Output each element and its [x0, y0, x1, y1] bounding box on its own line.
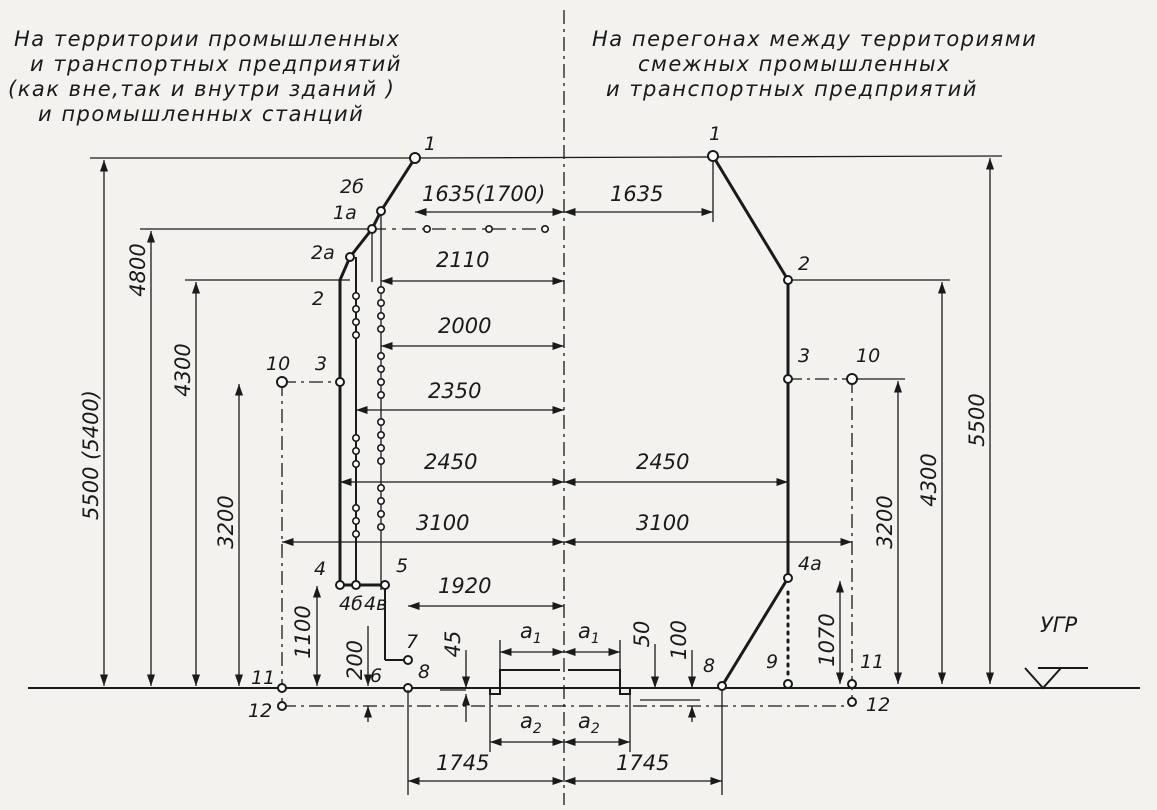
left-outline	[281, 157, 560, 706]
label-2000: 2000	[438, 314, 491, 338]
label-4300-left: 4300	[171, 343, 195, 396]
height-dimensions	[99, 158, 995, 722]
point-5: 5	[396, 555, 408, 577]
width-labels: 1635(1700) 1635 2110 2000 2350 2450 2450…	[416, 182, 689, 775]
right-rail-profile	[568, 669, 722, 695]
left-header-line-1: На территории промышленных	[14, 27, 401, 51]
label-100: 100	[667, 620, 691, 660]
point-2a: 2а	[311, 242, 335, 264]
point-1-right: 1	[709, 123, 721, 145]
left-header-line-4: и промышленных станций	[38, 102, 364, 126]
point-2-left: 2	[312, 288, 324, 310]
point-2b: 2б	[340, 176, 364, 198]
point-1a: 1а	[333, 202, 357, 224]
label-4300-right: 4300	[917, 453, 941, 506]
point-3-left: 3	[315, 353, 327, 375]
label-5500-5400: 5500 (5400)	[79, 390, 103, 520]
label-2450-right: 2450	[636, 450, 689, 474]
height-labels: 5500 (5400) 4800 4300 3200 1100 200 45 5…	[79, 243, 989, 680]
label-a1-left: a1	[520, 619, 542, 647]
point-4a: 4а	[798, 553, 822, 575]
left-circle-columns	[351, 225, 549, 538]
point-10-left: 10	[266, 353, 290, 375]
left-rail-profile	[408, 669, 560, 695]
label-1100: 1100	[291, 605, 315, 658]
right-outline	[568, 155, 853, 706]
point-8-left: 8	[418, 661, 430, 683]
right-header-line-2: смежных промышленных	[638, 52, 951, 76]
point-7: 7	[406, 631, 418, 653]
label-3200-left: 3200	[214, 495, 238, 548]
label-2350: 2350	[428, 379, 481, 403]
point-9: 9	[766, 651, 778, 673]
label-1745-right: 1745	[616, 751, 669, 775]
label-a2-left: a2	[520, 709, 542, 737]
label-200: 200	[343, 640, 367, 680]
point-4v: 4в	[364, 593, 387, 615]
label-5500-right: 5500	[965, 393, 989, 446]
label-3200-right: 3200	[873, 495, 897, 548]
point-11-left: 11	[251, 667, 275, 689]
point-labels: 1 2б 1а 2а 2 3 10 4 4б 4в 5 6 7 8 11 12 …	[248, 123, 890, 722]
point-12-right: 12	[866, 694, 890, 716]
label-1920: 1920	[438, 574, 491, 598]
right-header-line-3: и транспортных предприятий	[606, 77, 978, 101]
left-header-line-2: и транспортных предприятий	[30, 52, 402, 76]
label-3100-left: 3100	[416, 511, 469, 535]
point-markers	[276, 150, 858, 711]
ugr-triangle	[1024, 667, 1062, 690]
point-10-right: 10	[856, 345, 880, 367]
left-header-line-3: (как вне,так и внутри зданий )	[8, 77, 395, 101]
label-a2-right: a2	[578, 709, 600, 737]
right-header-line-1: На перегонах между территориями	[592, 27, 1037, 51]
point-3-right: 3	[798, 345, 810, 367]
point-11-right: 11	[860, 651, 884, 673]
label-2450-left: 2450	[424, 450, 477, 474]
label-2110: 2110	[436, 248, 489, 272]
point-4b: 4б	[339, 593, 363, 615]
label-1070: 1070	[815, 613, 839, 666]
label-3100-right: 3100	[636, 511, 689, 535]
point-12-left: 12	[248, 700, 272, 722]
ugr-marker: УГР	[1024, 613, 1088, 690]
point-2-right: 2	[798, 253, 810, 275]
point-4: 4	[314, 558, 326, 580]
left-header: На территории промышленных и транспортны…	[8, 27, 402, 126]
label-1635-1700: 1635(1700)	[422, 182, 545, 206]
label-45: 45	[441, 631, 465, 658]
point-8-right: 8	[703, 655, 715, 677]
width-dimensions	[282, 160, 852, 795]
label-1635: 1635	[610, 182, 663, 206]
right-contour	[711, 155, 790, 687]
point-6: 6	[370, 665, 382, 687]
label-1745-left: 1745	[436, 751, 489, 775]
left-contour	[338, 157, 417, 585]
label-4800: 4800	[126, 243, 150, 296]
label-50: 50	[630, 621, 654, 648]
point-1-left: 1	[424, 133, 436, 155]
label-a1-right: a1	[578, 619, 600, 647]
ugr-label: УГР	[1040, 613, 1077, 637]
right-header: На перегонах между территориями смежных …	[592, 27, 1037, 101]
